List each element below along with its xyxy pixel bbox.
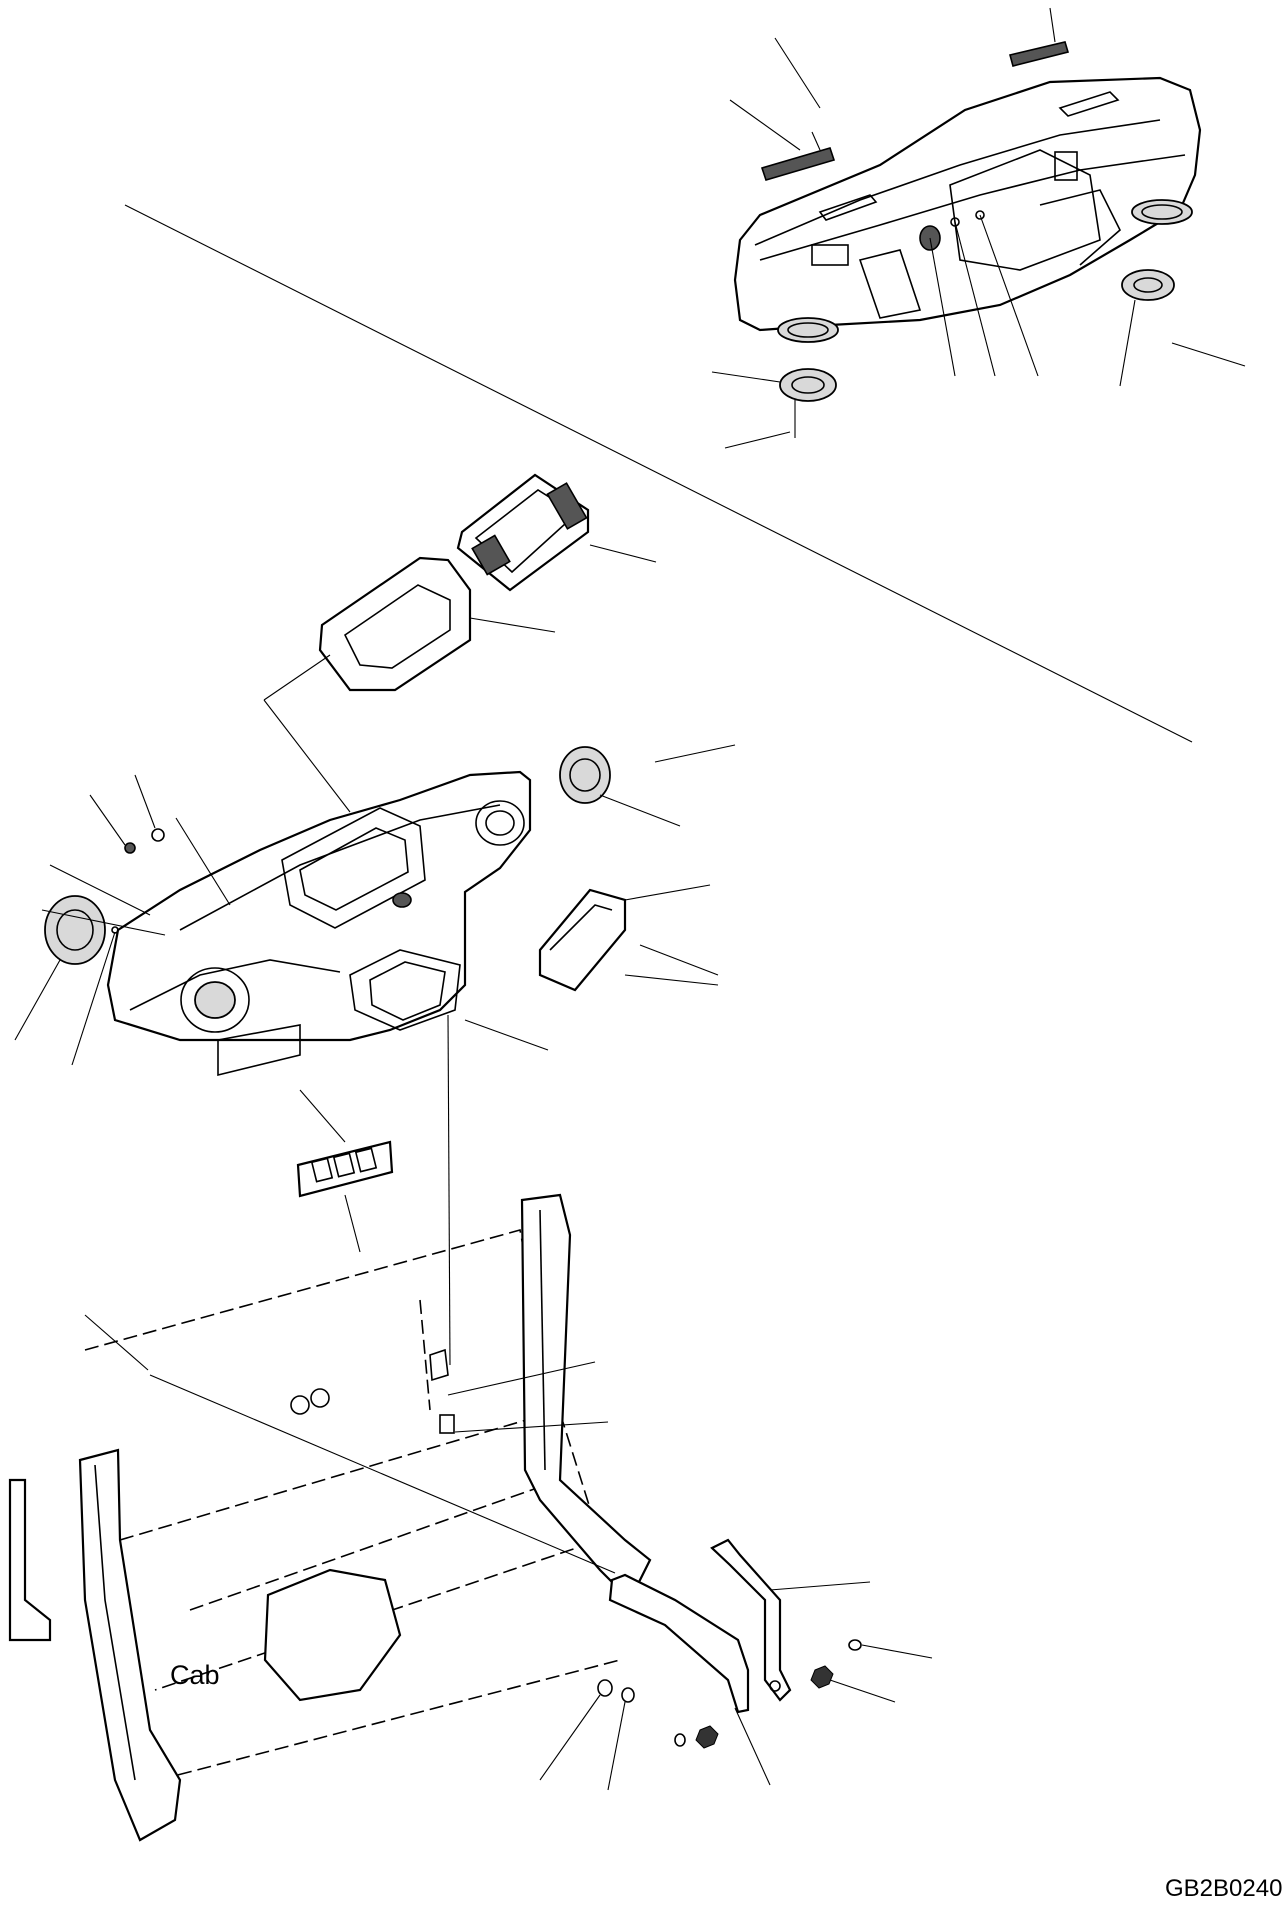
drawing-code: GB2B0240 bbox=[1165, 1875, 1282, 1902]
switch-block bbox=[538, 884, 719, 992]
leader-lines-top bbox=[711, 37, 1246, 449]
hardware-bottom bbox=[539, 1639, 933, 1791]
round-louver-lower-left bbox=[779, 368, 837, 438]
dashboard-underside-assembly bbox=[733, 76, 1202, 343]
display-bezel bbox=[263, 556, 556, 813]
bracket-right bbox=[710, 1538, 871, 1702]
top-connector-right bbox=[1009, 7, 1070, 67]
cab-frame bbox=[8, 1193, 652, 1842]
fasteners-left bbox=[41, 774, 231, 936]
switch-panel-lower bbox=[296, 1089, 394, 1253]
cab-label: Cab bbox=[170, 1660, 220, 1690]
bracket-left bbox=[608, 1573, 771, 1786]
round-vent-right bbox=[559, 744, 736, 827]
display-unit bbox=[456, 473, 657, 592]
top-connector-left bbox=[760, 131, 836, 181]
dashboard-front-body bbox=[106, 770, 532, 1077]
round-vent-left bbox=[14, 895, 119, 1066]
separator-line bbox=[124, 204, 1193, 743]
round-louver-lower-right bbox=[1121, 269, 1175, 301]
